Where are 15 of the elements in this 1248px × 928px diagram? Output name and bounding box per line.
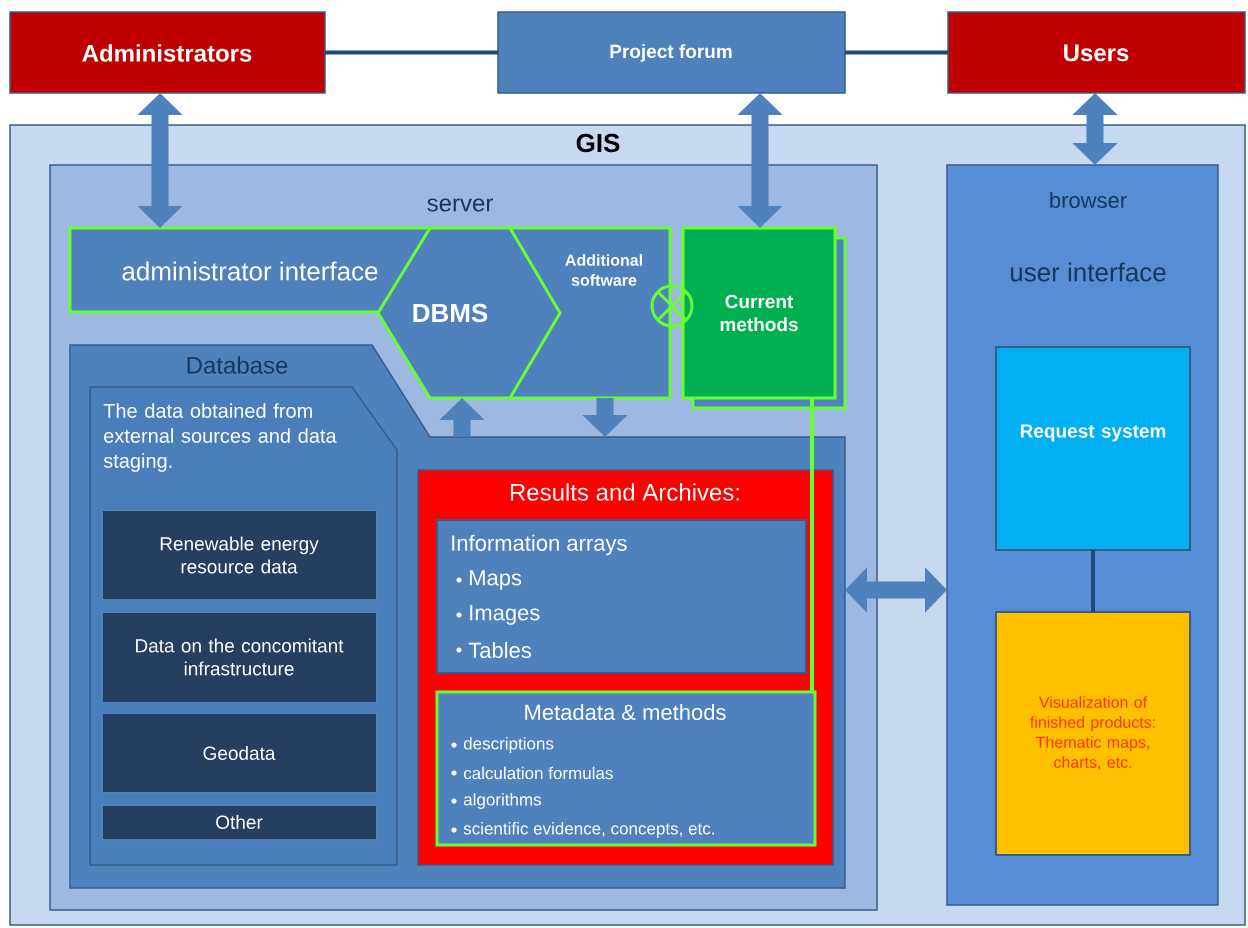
connector-line — [325, 50, 498, 55]
connector-line — [810, 398, 814, 692]
connector-line — [1091, 550, 1095, 612]
data-box: Other — [101, 804, 378, 841]
data-box: Renewable energy resource data — [101, 509, 378, 601]
data-box: Data on the concomitant infrastructure — [101, 611, 378, 704]
methods-box: Current methods — [681, 226, 847, 410]
actor-box: Users — [947, 11, 1246, 94]
connector-line — [845, 50, 948, 55]
list-box: Information arrays Maps Images Tables — [436, 519, 807, 674]
data-box: Geodata — [101, 712, 378, 794]
visualization-box: Visualization of finished products: Thematic maps, charts, etc. — [995, 611, 1191, 856]
list-box: Metadata & methods descriptions calculation formulas algorithms scientific evidence, concepts, etc. — [435, 690, 817, 847]
actor-box: Administrators — [9, 11, 326, 94]
request-box: Request system — [995, 346, 1191, 551]
